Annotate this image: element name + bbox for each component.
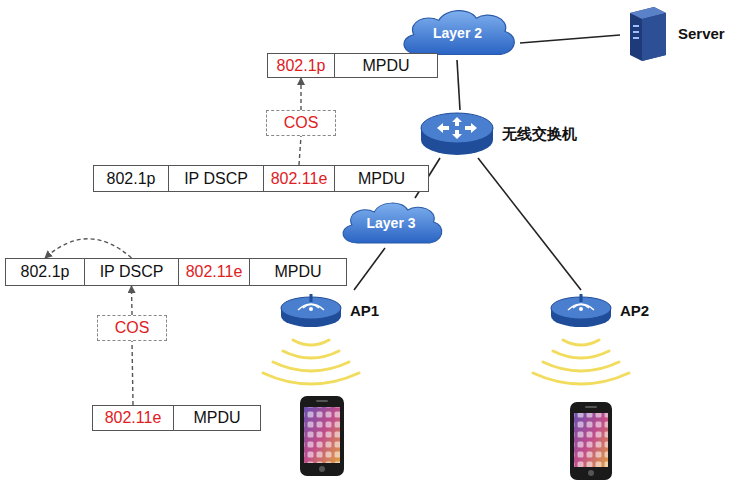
node-label: Server [678,25,725,42]
field-label: 802.1p [21,263,70,281]
node-label: COS [284,114,319,132]
field-label: MPDU [193,409,240,427]
frame-field: 802.11e [178,258,250,286]
field-label: MPDU [362,57,409,75]
node-label: AP1 [350,302,379,319]
mapping-arrow [131,286,133,315]
node-label: COS [115,319,150,337]
node-label: Layer 3 [366,215,415,231]
server-node: Server [620,5,725,61]
field-label: 802.1p [107,170,156,188]
field-label: IP DSCP [184,170,248,188]
field-label: IP DSCP [100,263,164,281]
frame-field: MPDU [249,258,347,286]
frame-field: IP DSCP [84,258,179,286]
network-link [354,248,385,290]
field-label: MPDU [358,170,405,188]
frame-field: 802.1p [267,53,335,78]
network-cloud: Layer 2 [395,5,520,60]
phone-icon [300,396,344,476]
access-point-icon [548,290,614,330]
frame-field: 802.1p [5,258,85,286]
frame-field: 802.11e [263,165,335,192]
field-label: 802.11e [271,170,328,188]
node-label: 无线交换机 [502,125,577,144]
mapping-arrow [132,341,133,405]
radio-waves [263,340,629,384]
node-label: AP2 [620,302,649,319]
access-point-icon [278,290,344,330]
ap-node: AP2 [548,290,649,330]
field-label: 802.11e [105,409,162,427]
phone-icon [570,402,612,480]
mapping-arrow [299,136,301,165]
frame-field: 802.1p [93,165,169,192]
mapping-arrow [300,78,301,110]
frame-field: IP DSCP [168,165,264,192]
switch-node: 无线交换机 [418,110,577,158]
server-icon [620,5,672,61]
mapping-arrow [45,239,132,258]
field-label: 802.11e [186,263,243,281]
frame-field: 802.11e [92,405,174,431]
network-cloud: Layer 3 [335,198,447,248]
node-label: Layer 2 [433,25,482,41]
cos-box: COS [266,110,336,136]
switch-icon [418,110,496,158]
frame-field: MPDU [334,53,438,78]
ap-node: AP1 [278,290,379,330]
network-link [520,35,620,43]
field-label: 802.1p [277,57,326,75]
network-link [457,60,460,110]
frame-field: MPDU [173,405,261,431]
cos-box: COS [97,315,167,341]
network-link [478,158,581,290]
field-label: MPDU [274,263,321,281]
frame-field: MPDU [334,165,429,192]
